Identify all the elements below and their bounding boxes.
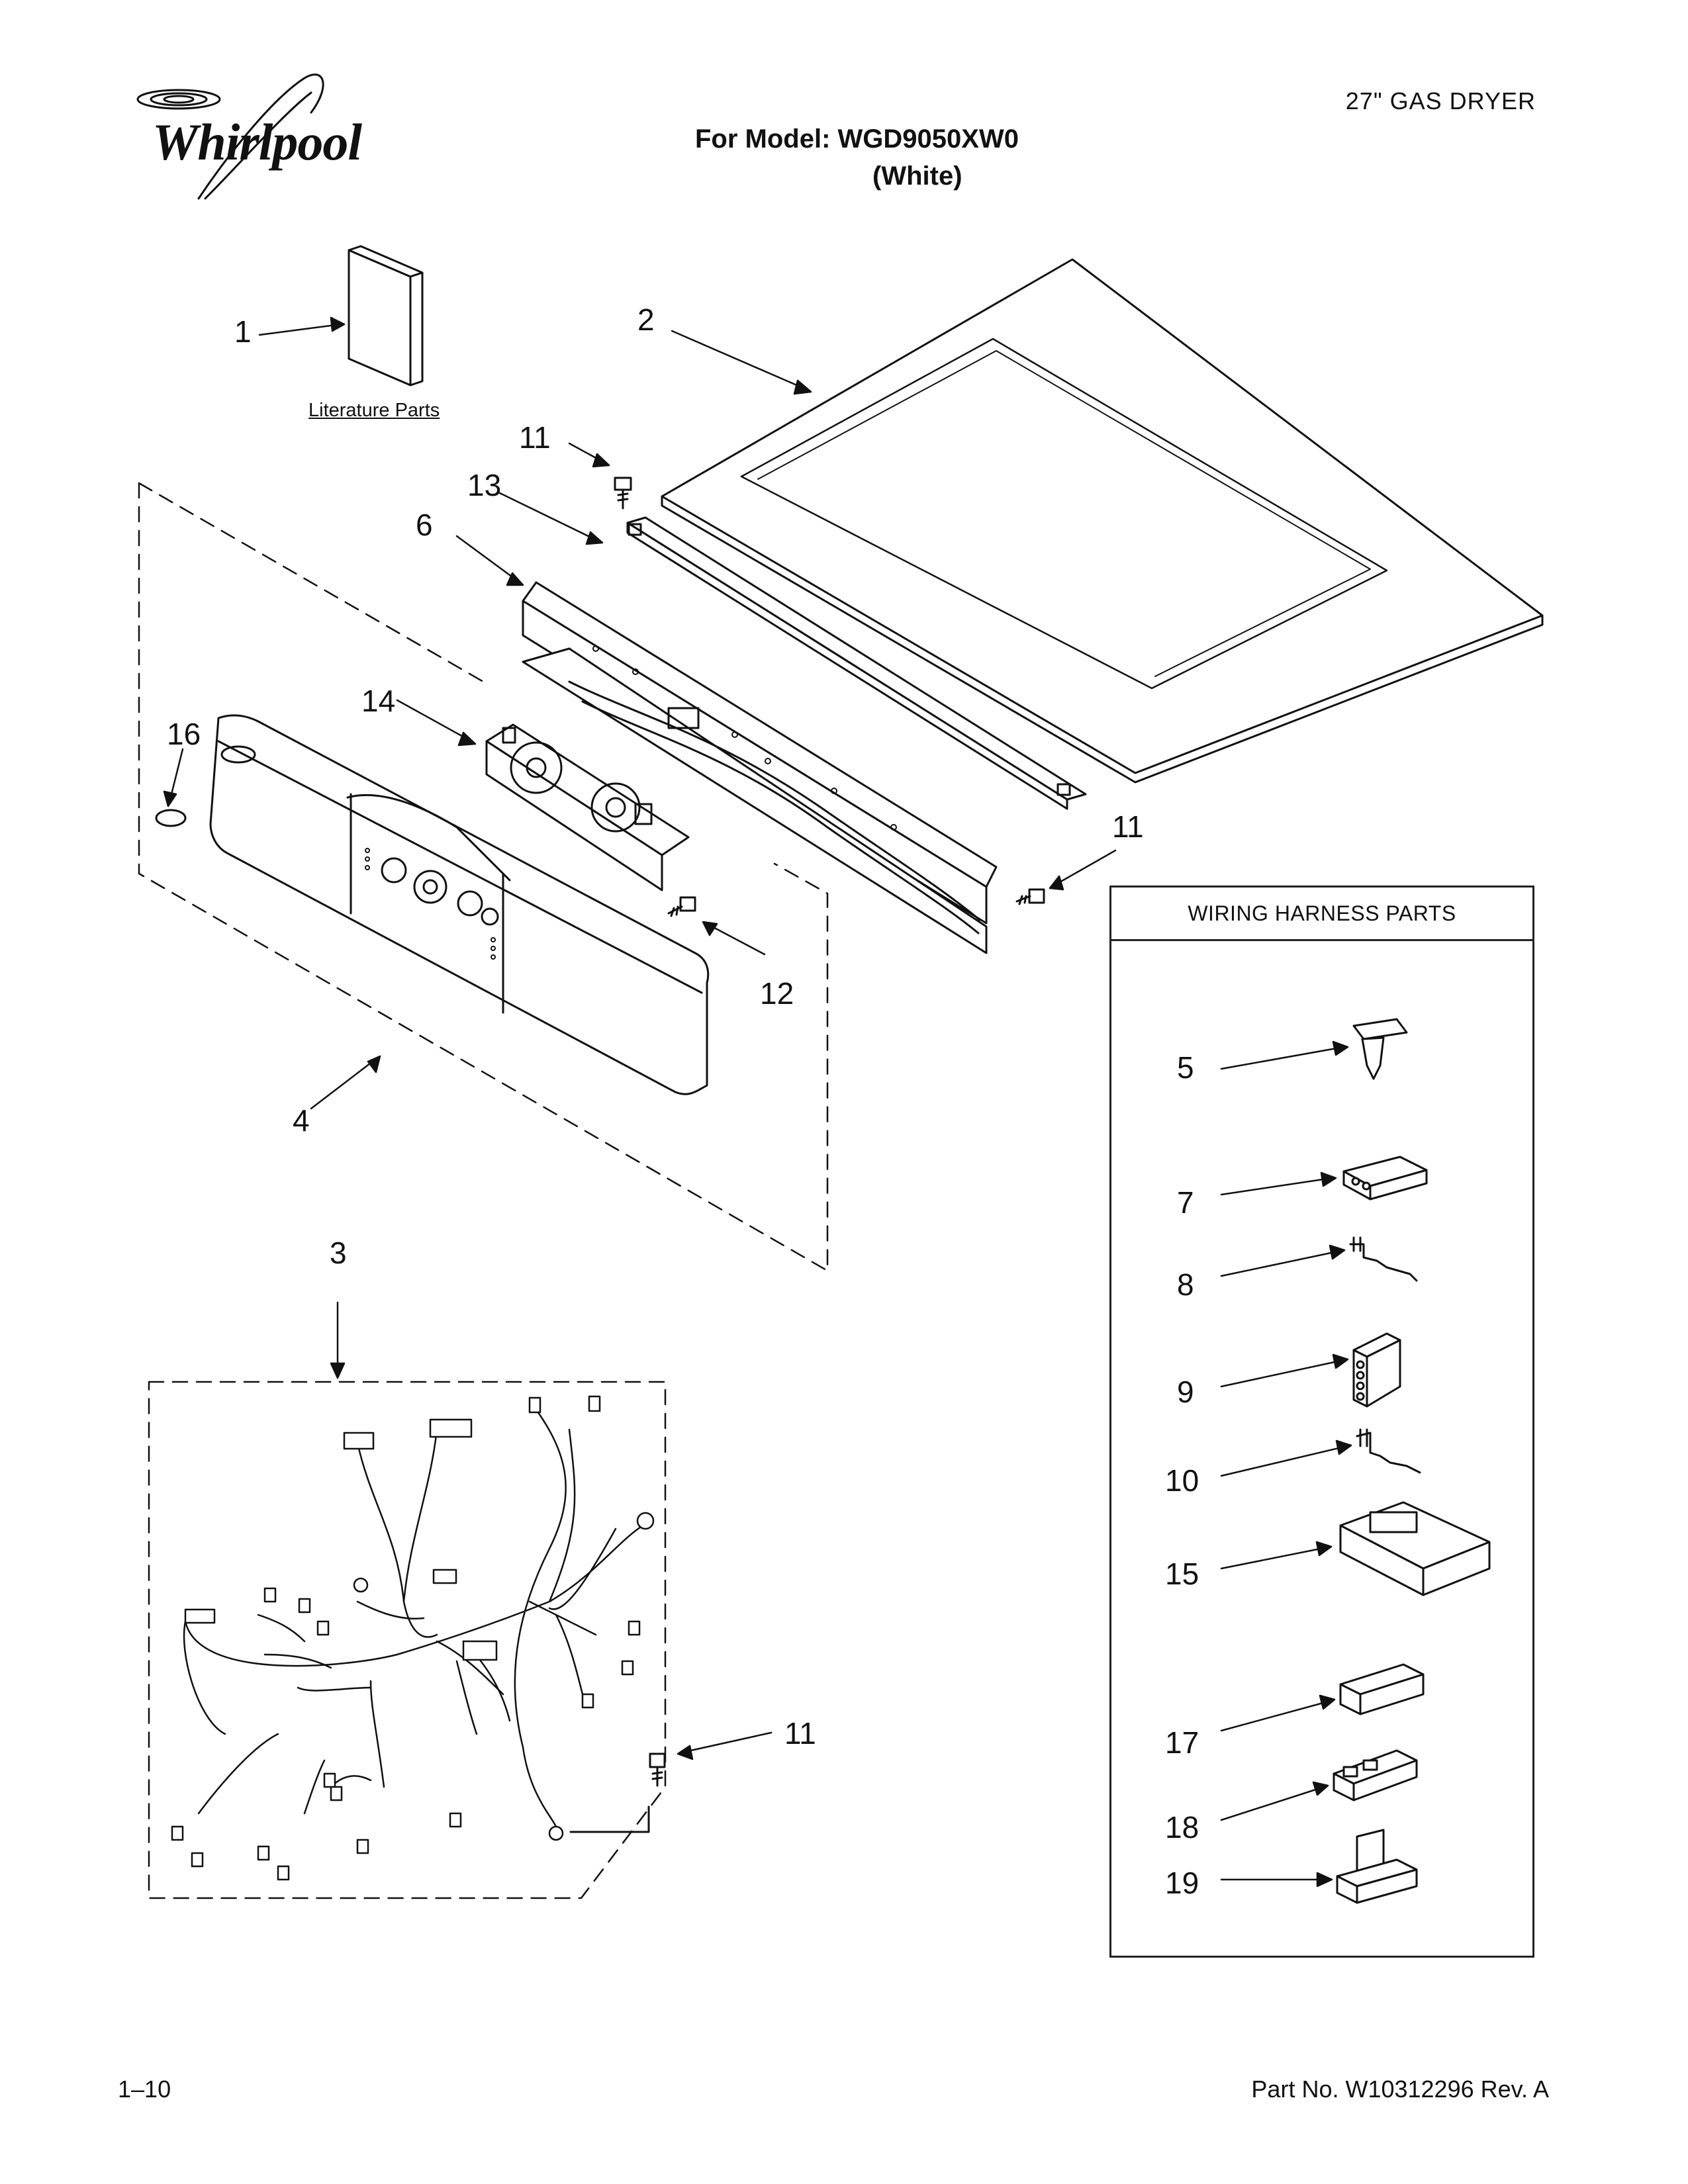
model-line: For Model: WGD9050XW0: [695, 124, 1019, 154]
harness-part-17-connector: [1340, 1664, 1423, 1714]
console-control-panel: [211, 715, 708, 1094]
callout-16: 16: [167, 717, 201, 751]
callout-3: 3: [330, 1236, 347, 1270]
callout-7: 7: [1177, 1185, 1194, 1220]
console-assembly-dashed-boundary: [139, 483, 827, 1271]
callout-15: 15: [1165, 1557, 1199, 1591]
electronic-control-board: [487, 725, 688, 890]
callout-17: 17: [1165, 1725, 1199, 1760]
callout-2: 2: [637, 302, 655, 337]
callout-12: 12: [760, 976, 794, 1011]
callout-9: 9: [1177, 1375, 1194, 1409]
callout-1: 1: [234, 314, 252, 349]
screw-harness: [571, 1754, 665, 1832]
callout-11-bottom: 11: [784, 1716, 816, 1751]
callout-18: 18: [1165, 1810, 1199, 1844]
callout-14: 14: [361, 684, 396, 718]
callout-5: 5: [1177, 1050, 1194, 1085]
callout-11-right: 11: [1112, 809, 1144, 844]
product-title: 27" GAS DRYER: [1345, 87, 1536, 114]
wire-harness: [184, 1410, 649, 1827]
callout-6: 6: [416, 508, 433, 542]
part-number: Part No. W10312296 Rev. A: [1251, 2075, 1549, 2103]
console-dashed-top: [139, 483, 483, 682]
screw-right: [1017, 889, 1044, 904]
harness-part-18-connector: [1334, 1751, 1417, 1800]
harness-dashed-boundary: [149, 1382, 665, 1898]
harness-part-19-connector: [1337, 1830, 1417, 1903]
callout-4: 4: [293, 1103, 310, 1138]
harness-part-9-connector: [1354, 1334, 1400, 1406]
harness-part-5-clip: [1354, 1019, 1407, 1079]
leader-arrows: [164, 318, 1351, 1886]
harness-connectors: [172, 1396, 653, 1880]
top-panel-bracket: [628, 518, 1086, 809]
screw-board: [669, 897, 695, 916]
harness-part-8-terminal: [1350, 1238, 1417, 1281]
console-back-frame: [523, 582, 996, 953]
harness-part-15-connector: [1340, 1502, 1489, 1595]
literature-booklet: [349, 246, 422, 385]
wiring-harness-parts-box: WIRING HARNESS PARTS: [1109, 886, 1534, 1958]
dryer-top-panel: [662, 259, 1542, 782]
console-ring-insert: [156, 810, 185, 826]
callout-10: 10: [1165, 1463, 1199, 1498]
callout-8: 8: [1177, 1267, 1194, 1302]
callout-11-top: 11: [519, 420, 551, 455]
harness-part-7-connector: [1344, 1157, 1427, 1199]
callout-19: 19: [1165, 1866, 1199, 1900]
harness-part-10-terminal: [1357, 1430, 1420, 1473]
callout-13: 13: [467, 468, 502, 502]
page-number: 1–10: [118, 2075, 171, 2103]
screw-top: [615, 478, 631, 508]
wiring-harness-parts-title: WIRING HARNESS PARTS: [1111, 887, 1532, 941]
brand-logo: Whirlpool: [152, 113, 362, 171]
whirlpool-logo-swirl: [138, 75, 323, 199]
color-line: (White): [872, 161, 962, 191]
literature-parts-label: Literature Parts: [308, 400, 440, 421]
